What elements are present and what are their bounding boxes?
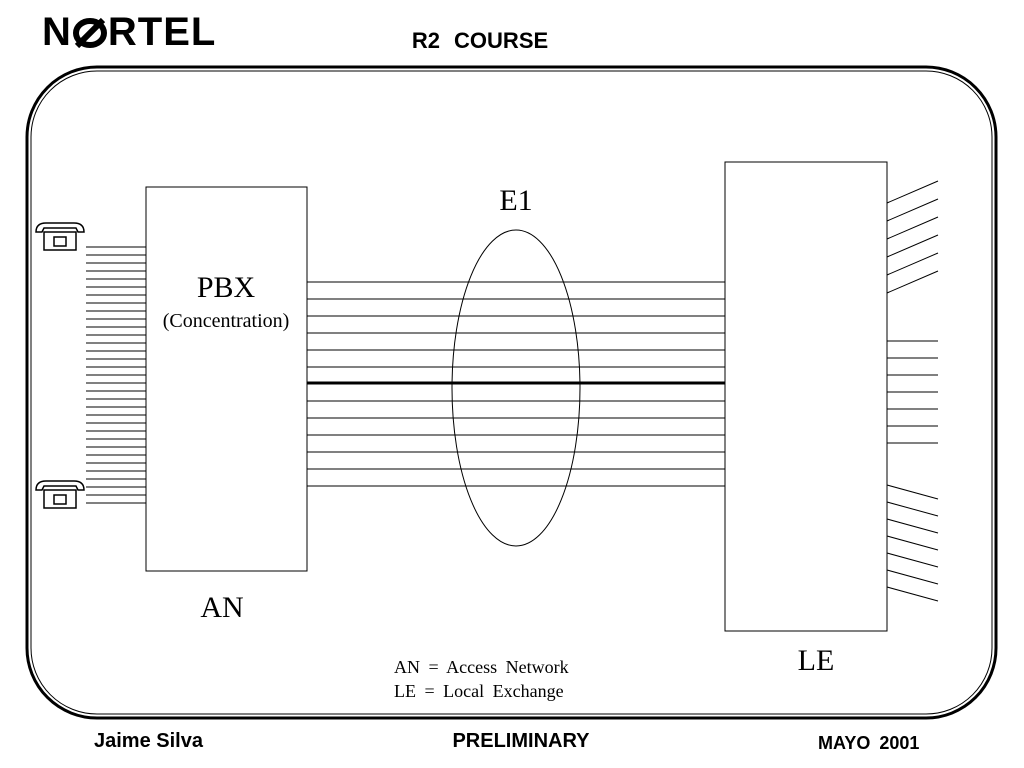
legend-le: LE = Local Exchange (394, 681, 564, 701)
pbx-sublabel: (Concentration) (163, 310, 290, 332)
page-title: R2 COURSE (411, 28, 549, 53)
an-label: AN (200, 591, 243, 624)
globe-icon (72, 17, 107, 49)
legend-an: AN = Access Network (394, 657, 569, 677)
le-line (886, 518, 939, 534)
le-line (886, 234, 939, 258)
le-line (886, 216, 939, 240)
pbx-box (145, 186, 308, 572)
footer-author: Jaime Silva (94, 730, 203, 752)
le-label: LE (798, 644, 835, 677)
telephone-icon (35, 480, 85, 509)
le-line (886, 501, 939, 517)
subscriber-lines (86, 246, 146, 504)
e1-ellipse (451, 229, 581, 547)
nortel-logo: N RTEL (42, 10, 217, 54)
le-line (886, 586, 939, 602)
le-line (886, 252, 939, 276)
le-line (886, 569, 939, 585)
le-line (886, 270, 939, 294)
le-box (724, 161, 888, 632)
le-line (886, 535, 939, 551)
footer-status: PRELIMINARY (452, 730, 590, 752)
pbx-label: PBX (197, 271, 256, 304)
le-line (886, 484, 939, 500)
le-lines (886, 180, 939, 602)
telephone-icon (35, 222, 85, 251)
footer-date: MAYO 2001 (818, 733, 920, 753)
trunk-lines (307, 281, 725, 487)
le-line (886, 552, 939, 568)
le-line (886, 198, 939, 222)
le-line (886, 180, 939, 204)
frame-border (25, 65, 998, 720)
e1-label: E1 (499, 184, 532, 217)
